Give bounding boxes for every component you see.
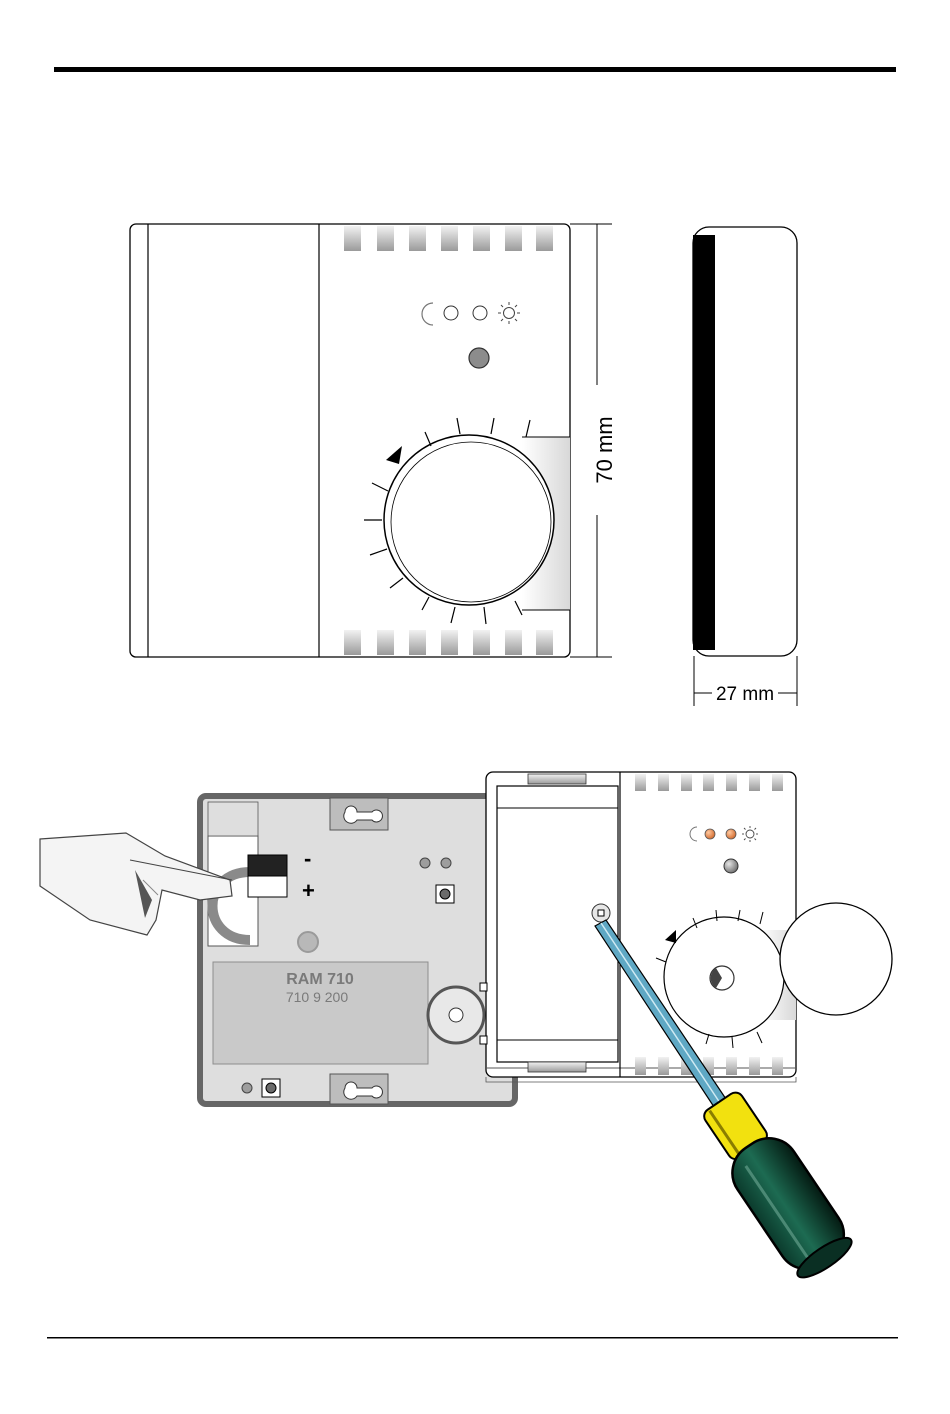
width-dimension-label: 70 mm bbox=[592, 416, 617, 483]
day-led bbox=[473, 306, 487, 320]
terminal-plus-label: + bbox=[302, 878, 315, 903]
mode-button bbox=[469, 348, 489, 368]
board-button-cap bbox=[440, 889, 450, 899]
module-name: RAM 710 bbox=[286, 971, 354, 988]
bottom-button-cap bbox=[266, 1083, 276, 1093]
terminal-recess-top bbox=[208, 802, 258, 836]
setpoint-knob bbox=[384, 435, 570, 610]
cover-night-led bbox=[705, 829, 715, 839]
detail-circle bbox=[780, 903, 892, 1015]
side-view: 27 mm bbox=[693, 227, 797, 706]
side-backplate bbox=[693, 235, 715, 650]
front-view: 70 mm bbox=[130, 224, 617, 657]
footer-rule bbox=[47, 1337, 898, 1339]
keyhole-top bbox=[330, 798, 388, 830]
header-rule bbox=[54, 67, 896, 72]
cover-day-led bbox=[726, 829, 736, 839]
keyhole-bottom bbox=[330, 1074, 388, 1104]
potentiometer-center bbox=[449, 1008, 463, 1022]
depth-dimension-label: 27 mm bbox=[716, 684, 774, 705]
terminal-minus-block bbox=[248, 855, 287, 876]
board-led-2 bbox=[441, 858, 451, 868]
board-screw bbox=[298, 932, 318, 952]
bottom-led bbox=[242, 1083, 252, 1093]
terminal-minus-label: - bbox=[304, 846, 311, 871]
rotate-arrow-icon bbox=[710, 966, 734, 990]
installation-view: - + RAM 710 710 9 200 bbox=[40, 772, 892, 1285]
board-led-1 bbox=[420, 858, 430, 868]
module-code: 710 9 200 bbox=[286, 989, 348, 1005]
night-led bbox=[444, 306, 458, 320]
cover-mode-button bbox=[724, 859, 738, 873]
terminal-plus-block bbox=[248, 876, 287, 897]
